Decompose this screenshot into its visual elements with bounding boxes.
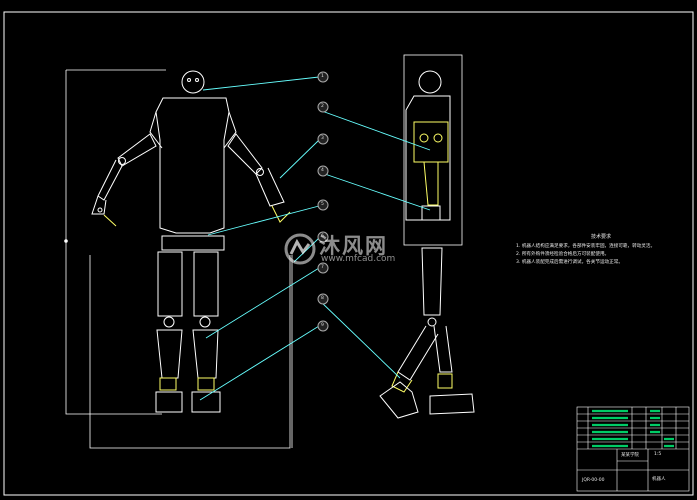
balloon-5	[317, 199, 329, 211]
balloon-label-3: 3	[321, 136, 324, 141]
balloon-markers	[317, 71, 329, 332]
sheet-border	[3, 11, 694, 496]
note-line-3: 3. 机器人装配完成后需进行调试，各关节运动正常。	[516, 260, 623, 265]
title-block	[576, 406, 690, 492]
balloon-1	[317, 71, 329, 83]
technical-notes: 技术要求 1. 机器人结构应满足要求，各部件安装牢固，连接可靠，转动灵活。 2.…	[516, 233, 686, 267]
side-view	[379, 54, 475, 419]
balloon-3	[317, 133, 329, 145]
balloon-8	[317, 293, 329, 305]
title-block-drawing-no: JQR-00-00	[582, 478, 605, 483]
balloon-6	[317, 231, 329, 243]
notes-title: 技术要求	[590, 234, 611, 240]
note-line-1: 1. 机器人结构应满足要求，各部件安装牢固，连接可靠，转动灵活。	[516, 244, 656, 249]
note-line-2: 2. 所有外购件须经检验合格后方可装配使用。	[516, 252, 610, 257]
front-view	[64, 69, 293, 449]
title-block-school: 某某学院	[621, 453, 639, 458]
balloon-label-5: 5	[321, 202, 324, 207]
balloon-label-9: 9	[321, 323, 324, 328]
watermark-url: www.mfcad.com	[321, 254, 396, 264]
balloon-label-8: 8	[321, 296, 324, 301]
balloon-4	[317, 165, 329, 177]
balloon-2	[317, 101, 329, 113]
balloon-9	[317, 320, 329, 332]
leader-lines	[199, 76, 431, 401]
balloon-label-7: 7	[321, 265, 324, 270]
balloon-7	[317, 262, 329, 274]
balloon-label-6: 6	[321, 234, 324, 239]
title-block-scale: 1:5	[654, 452, 662, 457]
brand-logo-icon	[284, 233, 316, 265]
balloon-label-2: 2	[321, 104, 324, 109]
watermark-brand: 沐风网	[319, 234, 388, 258]
balloon-label-1: 1	[321, 74, 324, 79]
balloon-label-4: 4	[321, 168, 324, 173]
title-block-drawing-name: 机器人	[652, 477, 666, 482]
